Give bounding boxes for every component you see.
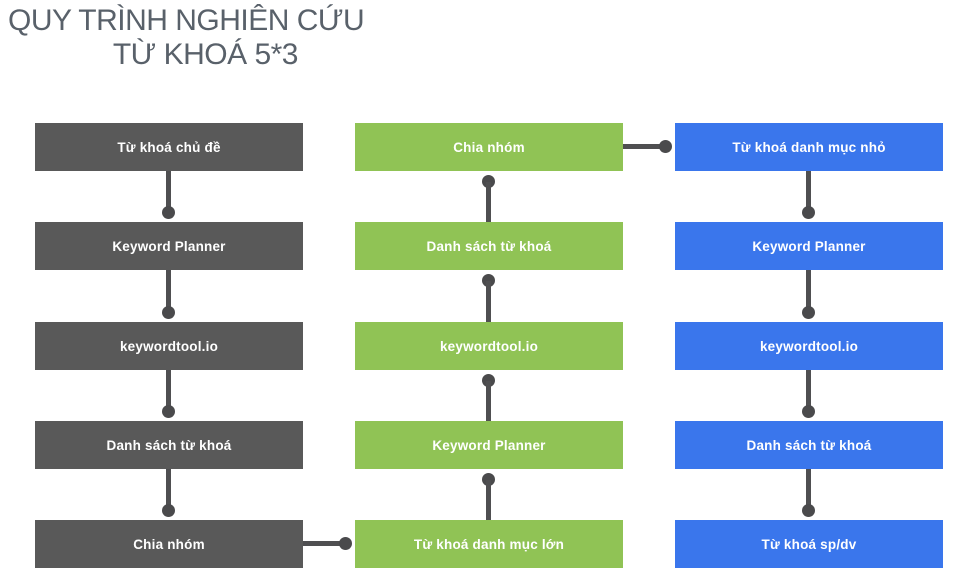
connector-line <box>806 270 811 313</box>
connector-line <box>166 469 171 511</box>
flow-box-keywordtool-2: keywordtool.io <box>355 322 623 370</box>
connector-dot <box>482 274 495 287</box>
connector-dot <box>162 206 175 219</box>
flow-box-keywordtool-3: keywordtool.io <box>675 322 943 370</box>
flow-box-label: Danh sách từ khoá <box>746 437 872 453</box>
flow-box-topic-keyword: Từ khoá chủ đề <box>35 123 303 171</box>
connector-line <box>806 171 811 213</box>
flow-box-keyword-planner-1: Keyword Planner <box>35 222 303 270</box>
connector-line <box>806 469 811 511</box>
connector-line <box>806 370 811 412</box>
flow-box-label: Keyword Planner <box>752 238 866 254</box>
connector-dot <box>482 473 495 486</box>
connector-dot <box>802 504 815 517</box>
flow-box-label: keywordtool.io <box>439 338 539 354</box>
flow-box-product-service-keyword: Từ khoá sp/dv <box>675 520 943 568</box>
connector-dot <box>482 374 495 387</box>
connector-line <box>166 270 171 313</box>
flow-box-large-category-keyword: Từ khoá danh mục lớn <box>355 520 623 568</box>
connector-dot <box>162 405 175 418</box>
flow-box-label: Keyword Planner <box>432 437 546 453</box>
flow-box-grouping-1: Chia nhóm <box>35 520 303 568</box>
connector-dot <box>659 140 672 153</box>
connector-dot <box>802 405 815 418</box>
connector-dot <box>482 175 495 188</box>
connector-line <box>486 182 491 222</box>
connector-dot <box>339 537 352 550</box>
flow-box-label: Danh sách từ khoá <box>426 238 552 254</box>
flow-box-keyword-planner-2: Keyword Planner <box>355 421 623 469</box>
flow-box-label: Từ khoá chủ đề <box>117 139 221 155</box>
connector-line-horizontal <box>623 144 661 149</box>
connector-line-horizontal <box>303 541 341 546</box>
title-line-1: QUY TRÌNH NGHIÊN CỨU <box>8 4 365 37</box>
flow-box-keyword-list-1: Danh sách từ khoá <box>35 421 303 469</box>
flow-box-label: Keyword Planner <box>112 238 226 254</box>
connector-line <box>486 381 491 421</box>
page-title: QUY TRÌNH NGHIÊN CỨU TỪ KHOÁ 5*3 <box>8 4 365 72</box>
flow-box-keyword-list-3: Danh sách từ khoá <box>675 421 943 469</box>
connector-line <box>486 480 491 520</box>
title-line-2: TỪ KHOÁ 5*3 <box>112 38 299 71</box>
flow-box-keyword-list-2: Danh sách từ khoá <box>355 222 623 270</box>
flow-box-keyword-planner-3: Keyword Planner <box>675 222 943 270</box>
flow-box-label: Từ khoá danh mục nhỏ <box>732 139 886 155</box>
flow-box-label: Chia nhóm <box>453 139 525 155</box>
connector-dot <box>802 206 815 219</box>
connector-line <box>166 370 171 412</box>
flow-box-label: Danh sách từ khoá <box>106 437 232 453</box>
flow-box-label: Từ khoá sp/dv <box>761 536 857 552</box>
connector-dot <box>802 306 815 319</box>
connector-line <box>166 171 171 213</box>
flow-box-keywordtool-1: keywordtool.io <box>35 322 303 370</box>
flow-box-small-category-keyword: Từ khoá danh mục nhỏ <box>675 123 943 171</box>
flow-box-label: Từ khoá danh mục lớn <box>413 536 565 552</box>
connector-dot <box>162 504 175 517</box>
connector-dot <box>162 306 175 319</box>
flow-box-label: keywordtool.io <box>119 338 219 354</box>
flow-box-grouping-2: Chia nhóm <box>355 123 623 171</box>
connector-line <box>486 281 491 322</box>
flow-box-label: keywordtool.io <box>759 338 859 354</box>
flow-box-label: Chia nhóm <box>133 536 205 552</box>
